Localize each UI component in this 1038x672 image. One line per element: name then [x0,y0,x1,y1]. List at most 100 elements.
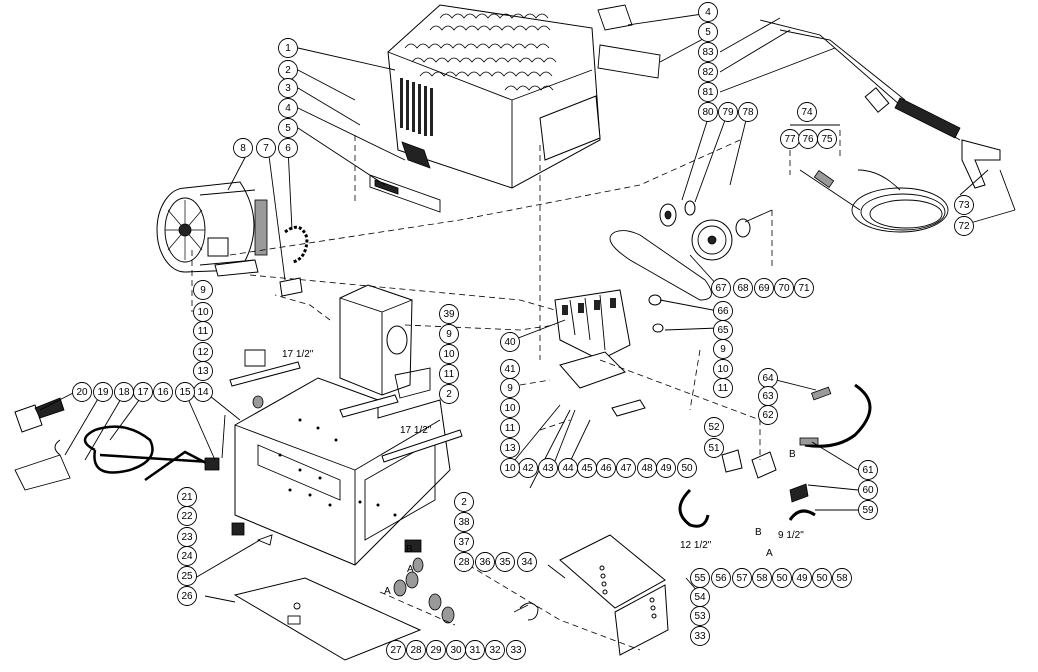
callout-47: 47 [616,458,636,478]
callout-number: 39 [443,309,455,320]
callout-14: 14 [193,382,213,402]
callout-circle [733,278,753,298]
callout-number: 9 [446,329,452,340]
callout-number: 50 [776,573,788,584]
control-box [339,284,431,399]
callout-44: 44 [558,458,578,478]
callout-number: 25 [181,571,193,582]
callout-number: 60 [862,485,874,496]
callout-circle [175,382,195,402]
callout-76: 76 [798,129,818,149]
callout-number: 23 [181,532,193,543]
callout-38: 38 [454,512,474,532]
callout-1: 1 [278,38,298,58]
callout-circle [439,344,459,364]
callout-number: 7 [263,143,269,154]
callout-69: 69 [754,278,774,298]
callout-circle [758,405,778,425]
callout-circle [794,278,814,298]
dim-12-half: 12 1/2" [680,540,712,551]
callout-number: 72 [958,221,970,232]
callout-78: 78 [738,102,758,122]
callout-23: 23 [177,527,197,547]
callout-58: 58 [832,568,852,588]
callout-number: 32 [489,645,501,656]
callout-number: 56 [715,573,727,584]
callout-circle [500,458,520,478]
callout-circle [500,418,520,438]
bottom-pan [233,577,422,661]
callout-number: 78 [742,107,754,118]
callout-number: 14 [197,387,209,398]
callout-circle [858,460,878,480]
callout-72: 72 [954,216,974,236]
callout-5: 5 [278,118,298,138]
callout-number: 53 [694,611,706,622]
callout-circle [278,98,298,118]
callout-number: 40 [504,337,516,348]
callout-61: 61 [858,460,878,480]
dim-9-half: 9 1/2" [778,530,804,541]
callout-number: 59 [862,505,874,516]
callout-circle [386,640,406,660]
callout-33: 33 [690,626,710,646]
callout-circle [713,339,733,359]
callout-circle [439,324,459,344]
callout-circle [72,382,92,402]
callout-circle [698,42,718,62]
callout-43: 43 [538,458,558,478]
callout-66: 66 [713,301,733,321]
callout-62: 62 [758,405,778,425]
label-plate [339,394,399,418]
callout-13: 13 [193,361,213,381]
callout-circle [278,78,298,98]
callout-circle [698,62,718,82]
callout-number: 83 [702,47,714,58]
callout-number: 24 [181,551,193,562]
callout-7: 7 [256,138,276,158]
callout-number: 68 [737,283,749,294]
callout-4: 4 [278,98,298,118]
callout-circle [439,364,459,384]
callout-5: 5 [698,22,718,42]
callout-circle [637,458,657,478]
callout-number: 27 [390,645,402,656]
callout-number: 70 [778,283,790,294]
callout-56: 56 [711,568,731,588]
callout-52: 52 [704,417,724,437]
callout-circle [278,38,298,58]
callout-number: 38 [458,517,470,528]
callout-circle [538,458,558,478]
callout-circle [698,102,718,122]
callout-number: 20 [76,387,88,398]
letter-a-2: A [407,564,414,575]
assembly-dash-lines [191,130,841,651]
callout-60: 60 [858,480,878,500]
callout-circle [256,138,276,158]
callout-circle [485,640,505,660]
side-panel [559,534,669,656]
callout-2: 2 [439,384,459,404]
callout-29: 29 [426,640,446,660]
callout-26: 26 [177,586,197,606]
callout-circle [732,568,752,588]
callout-15: 15 [175,382,195,402]
callout-number: 79 [722,107,734,118]
callout-21: 21 [177,487,197,507]
callout-48: 48 [637,458,657,478]
callout-number: 81 [702,87,714,98]
callout-circle [454,492,474,512]
callout-number: 26 [181,591,193,602]
callout-53: 53 [690,606,710,626]
callout-circle [439,304,459,324]
callout-number: 50 [681,463,693,474]
callout-circle [718,102,738,122]
callout-circle [454,552,474,572]
callout-30: 30 [446,640,466,660]
letter-a-3: A [766,548,773,559]
callout-number: 29 [430,645,442,656]
callout-10: 10 [713,359,733,379]
power-cord [14,397,220,491]
callout-18: 18 [114,382,134,402]
